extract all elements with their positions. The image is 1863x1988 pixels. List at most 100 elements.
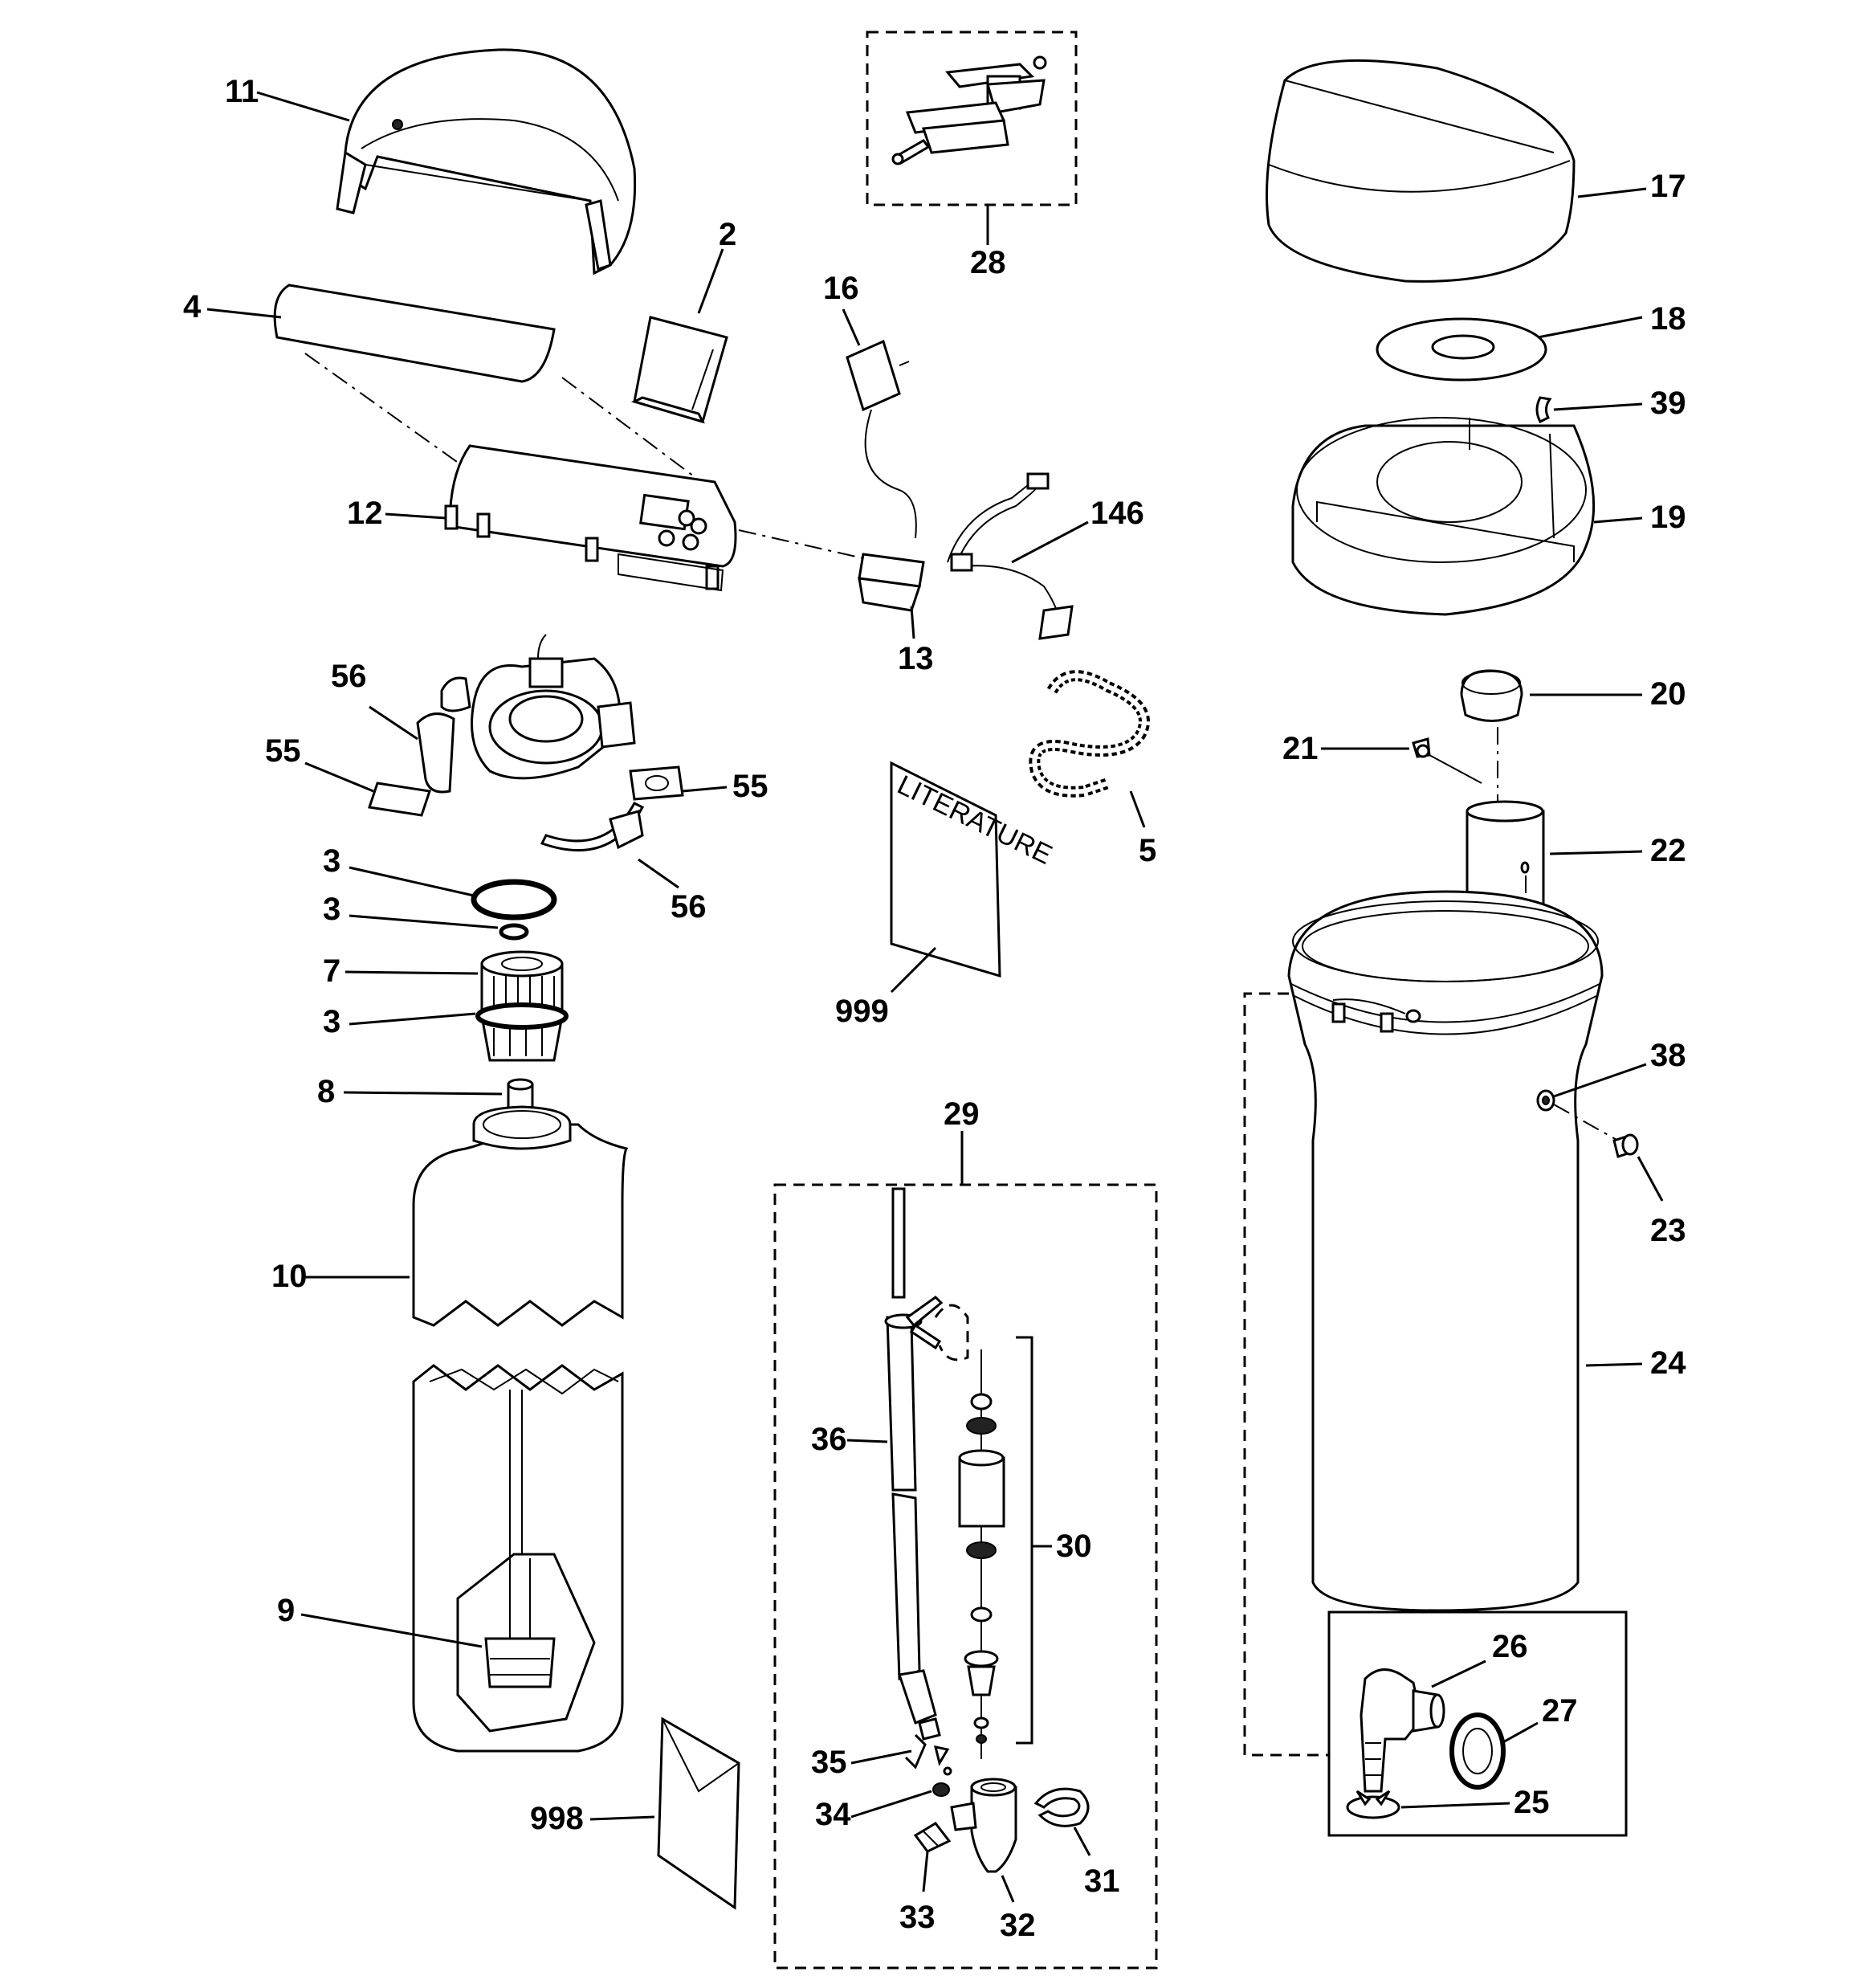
leader-4 <box>206 308 282 319</box>
part-13-circuit-board <box>858 553 925 612</box>
callout-999: 999 <box>835 994 889 1029</box>
connector-21 <box>1429 754 1482 784</box>
connector-dashed-tank <box>1243 992 1329 1757</box>
kit-29-box <box>773 1183 1158 1970</box>
leader-22 <box>1549 850 1643 855</box>
part-28-clips <box>891 55 1047 165</box>
leader-34 <box>850 1790 932 1819</box>
part-23-overflow-plug <box>1612 1133 1639 1158</box>
part-55-plate-left <box>368 782 431 817</box>
part-2-bracket <box>630 316 728 424</box>
callout-38: 38 <box>1650 1038 1686 1073</box>
callout-22: 22 <box>1650 833 1686 868</box>
part-30-float-assembly <box>958 1336 1033 1759</box>
leader-56a <box>369 705 418 741</box>
leader-55b <box>682 786 728 793</box>
leader-12 <box>385 512 446 520</box>
part-27-grommet <box>1449 1712 1506 1790</box>
callout-30: 30 <box>1056 1529 1092 1564</box>
part-18-plate <box>1376 317 1547 382</box>
leader-13 <box>910 606 915 639</box>
leader-25 <box>1400 1802 1510 1809</box>
callout-3a: 3 <box>323 843 340 879</box>
part-12-control-panel <box>444 444 737 592</box>
leader-3c <box>349 1012 476 1026</box>
callout-36: 36 <box>811 1422 847 1457</box>
part-56-clip-lower <box>540 802 645 852</box>
leader-38 <box>1553 1063 1647 1098</box>
callout-9: 9 <box>277 1593 295 1628</box>
leader-19 <box>1593 516 1643 524</box>
part-21-clip <box>1412 737 1431 758</box>
part-39-clip <box>1535 396 1552 423</box>
part-26-elbow <box>1360 1668 1445 1793</box>
part-25-hose-clamp <box>1346 1790 1400 1819</box>
callout-56a: 56 <box>331 659 367 694</box>
callout-27: 27 <box>1542 1693 1578 1729</box>
part-34-oring <box>932 1782 950 1797</box>
kit-28-box <box>866 31 1078 206</box>
part-35-fitting <box>904 1733 952 1776</box>
callout-20: 20 <box>1650 676 1686 712</box>
part-5-drain-hose <box>1029 670 1150 798</box>
callout-10: 10 <box>271 1259 308 1294</box>
callout-146: 146 <box>1090 496 1144 531</box>
callout-4: 4 <box>183 289 202 325</box>
leader-24 <box>1585 1362 1643 1367</box>
part-998-envelope <box>657 1717 740 1910</box>
callout-23: 23 <box>1650 1213 1686 1248</box>
callout-29: 29 <box>944 1096 980 1132</box>
part-3-oring-small <box>499 923 529 941</box>
valve-body <box>440 634 636 780</box>
leader-23 <box>1637 1156 1664 1202</box>
part-19-rim <box>1291 417 1596 616</box>
part-17-salt-lid <box>1266 59 1576 283</box>
part-31-clip <box>1033 1787 1090 1827</box>
leader-16 <box>842 308 861 346</box>
leader-56b <box>638 858 679 889</box>
callout-11: 11 <box>225 74 259 109</box>
callout-32: 32 <box>1000 1908 1036 1943</box>
leader-35 <box>850 1749 912 1765</box>
alignment-line-12 <box>738 529 864 559</box>
leader-27 <box>1501 1721 1539 1745</box>
part-3-oring-large <box>471 879 557 921</box>
callout-55b: 55 <box>732 769 768 804</box>
part-38-grommet <box>1536 1089 1555 1112</box>
alignment-line-4b <box>561 377 707 487</box>
part-33-clip <box>913 1822 952 1853</box>
leader-36 <box>846 1439 888 1443</box>
leader-146 <box>1011 520 1089 564</box>
leader-32 <box>1001 1875 1015 1903</box>
leader-18 <box>1537 316 1643 339</box>
leader-17 <box>1577 187 1647 198</box>
callout-7: 7 <box>323 953 340 989</box>
leader-9 <box>300 1613 483 1648</box>
connector-dashed <box>934 1304 969 1361</box>
callout-3c: 3 <box>323 1004 340 1039</box>
part-32-air-check <box>950 1778 1017 1873</box>
callout-33: 33 <box>899 1900 936 1935</box>
callout-5: 5 <box>1139 833 1156 868</box>
callout-56b: 56 <box>671 889 707 925</box>
part-36-brine-well-tube <box>884 1187 944 1741</box>
callout-28: 28 <box>970 245 1006 280</box>
callout-998: 998 <box>530 1801 584 1836</box>
leader-2 <box>697 248 724 314</box>
callout-35: 35 <box>811 1745 847 1780</box>
leader-999 <box>890 946 937 994</box>
part-11-top-cover <box>336 48 637 276</box>
leader-3a <box>349 866 475 897</box>
part-3-oring-lower <box>475 1002 569 1030</box>
part-16-transformer <box>846 339 917 539</box>
callout-3b: 3 <box>323 892 340 927</box>
callout-21: 21 <box>1282 731 1319 766</box>
part-9-distributor-cutaway <box>456 1553 596 1733</box>
overflow-kit-box <box>1327 1610 1628 1837</box>
part-24-brine-tank <box>1287 890 1604 1612</box>
part-20-cap <box>1460 669 1523 722</box>
part-146-wire-harness <box>947 472 1074 640</box>
callout-2: 2 <box>719 217 736 252</box>
part-55-plate-right <box>629 765 684 801</box>
